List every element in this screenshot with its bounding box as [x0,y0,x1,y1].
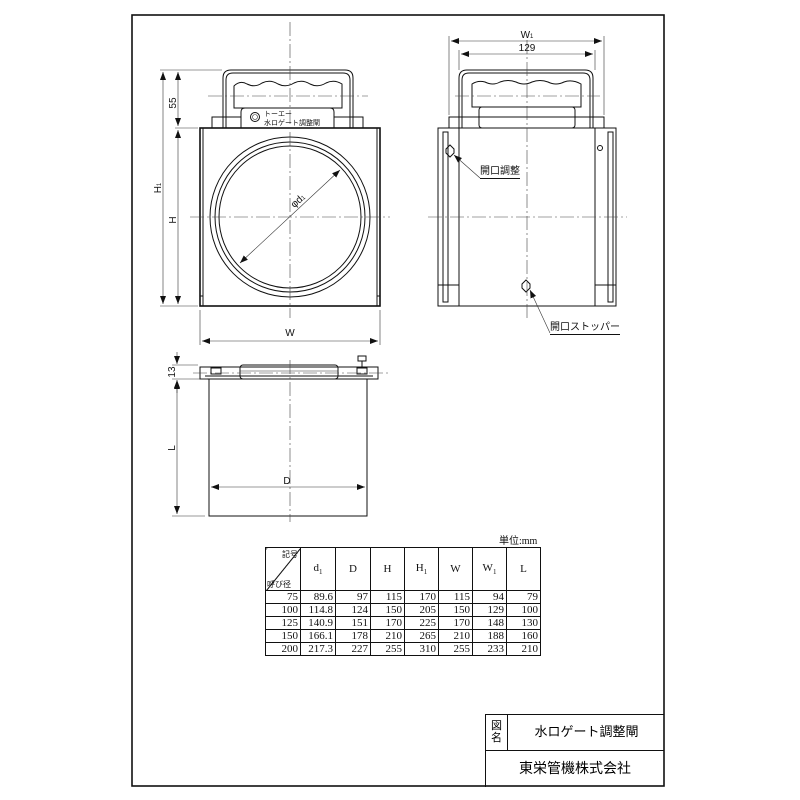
cell: 205 [404,603,439,617]
cell: 100 [265,603,301,617]
cell: 150 [265,629,301,643]
cell: 150 [370,603,405,617]
cell: 124 [335,603,371,617]
cell: 94 [472,590,507,604]
cell: 151 [335,616,371,630]
cell: 188 [472,629,507,643]
cell: 148 [472,616,507,630]
dim-w1-label: W1 [521,30,534,41]
col-header-d1: d1 [300,547,336,591]
cell: 125 [265,616,301,630]
cell: 150 [438,603,473,617]
cell: 210 [438,629,473,643]
cell: 130 [506,616,541,630]
cell: 89.6 [300,590,336,604]
col-header-w1: W1 [472,547,507,591]
dim-13-label: 13 [167,366,178,378]
hex-bolt-icon [521,279,531,293]
cell: 310 [404,642,439,656]
drawing-frame [131,14,665,787]
table-header-row: 記号 呼び径 d1 D H H1 W W1 L [265,547,541,591]
callout-opening-stopper: 開口ストッパー [550,322,620,335]
cell: 227 [335,642,371,656]
front-view: 55 H1 H W φd1 トーエー 水ロゲート調整閘 [153,22,390,345]
dim-h-label: H [168,216,179,223]
cell: 100 [506,603,541,617]
col-header-h: H [370,547,405,591]
col-header-w: W [438,547,473,591]
hex-bolt-icon [445,144,455,158]
cell: 233 [472,642,507,656]
cell: 217.3 [300,642,336,656]
cell: 170 [438,616,473,630]
drawing-title: 水ロゲート調整閘 [534,725,639,740]
dim-w-label: W [285,328,295,339]
dim-d-label: D [283,476,290,487]
cell: 166.1 [300,629,336,643]
col-header-h1: H1 [404,547,439,591]
table-corner-cell: 記号 呼び径 [265,547,301,591]
cell: 160 [506,629,541,643]
cell: 140.9 [300,616,336,630]
col-header-d: D [335,547,371,591]
cell: 210 [506,642,541,656]
corner-symbol-label: 記号 [282,550,298,559]
cell: 114.8 [300,603,336,617]
callout-opening-adjust: 開口調整 [480,166,520,179]
dim-l-label: L [167,445,178,451]
company-name: 東栄管機株式会社 [519,761,631,777]
cell: 75 [265,590,301,604]
dim-55-label: 55 [168,97,179,109]
cell: 97 [335,590,371,604]
cell: 255 [438,642,473,656]
dim-129-label: 129 [519,43,536,54]
nameplate-brand: トーエー [264,111,292,118]
col-header-l: L [506,547,541,591]
cell: 170 [404,590,439,604]
corner-nominal-label: 呼び径 [267,580,291,589]
cell: 210 [370,629,405,643]
dim-d1-label: φd1 [289,191,308,210]
dim-h1-label: H1 [153,182,164,193]
title-row: 図名 水ロゲート調整閘 [486,715,664,751]
unit-label: 単位:mm [499,536,538,547]
cell: 265 [404,629,439,643]
side-view: W1 129 [428,30,627,334]
cell: 79 [506,590,541,604]
cell: 200 [265,642,301,656]
cell: 115 [370,590,405,604]
cell: 170 [370,616,405,630]
cell: 255 [370,642,405,656]
nameplate-product: 水ロゲート調整閘 [264,118,320,127]
cell: 225 [404,616,439,630]
bottom-view: 13 L D [167,352,388,522]
cell: 178 [335,629,371,643]
cell: 129 [472,603,507,617]
title-block: 図名 水ロゲート調整閘 東栄管機株式会社 [485,714,664,787]
drawing-name-label: 図名 [486,715,508,750]
cell: 115 [438,590,473,604]
circle-logo-icon [250,112,260,122]
